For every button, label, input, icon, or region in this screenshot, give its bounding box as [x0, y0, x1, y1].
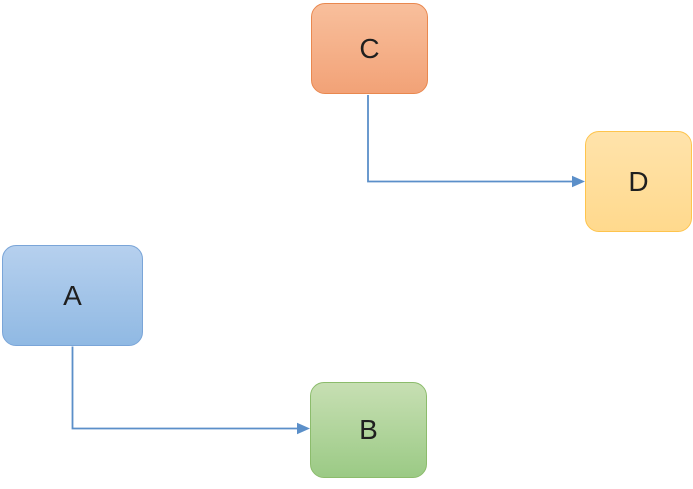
node-d-label: D: [628, 165, 649, 197]
connector-line-c-to-d[interactable]: [367, 95, 573, 183]
node-a-label: A: [63, 279, 82, 311]
node-b-label: B: [359, 414, 378, 445]
connector-a-to-b[interactable]: [71, 346, 311, 435]
arrowhead-icon-a-to-b: [297, 422, 310, 435]
node-d[interactable]: D: [585, 131, 692, 232]
node-c-label: C: [359, 32, 380, 64]
arrowhead-icon-c-to-d: [572, 175, 585, 188]
connector-c-to-d[interactable]: [367, 95, 585, 188]
node-b[interactable]: B: [310, 382, 427, 478]
connector-line-a-to-b[interactable]: [71, 346, 298, 430]
node-a[interactable]: A: [2, 245, 143, 346]
node-c[interactable]: C: [311, 3, 428, 94]
